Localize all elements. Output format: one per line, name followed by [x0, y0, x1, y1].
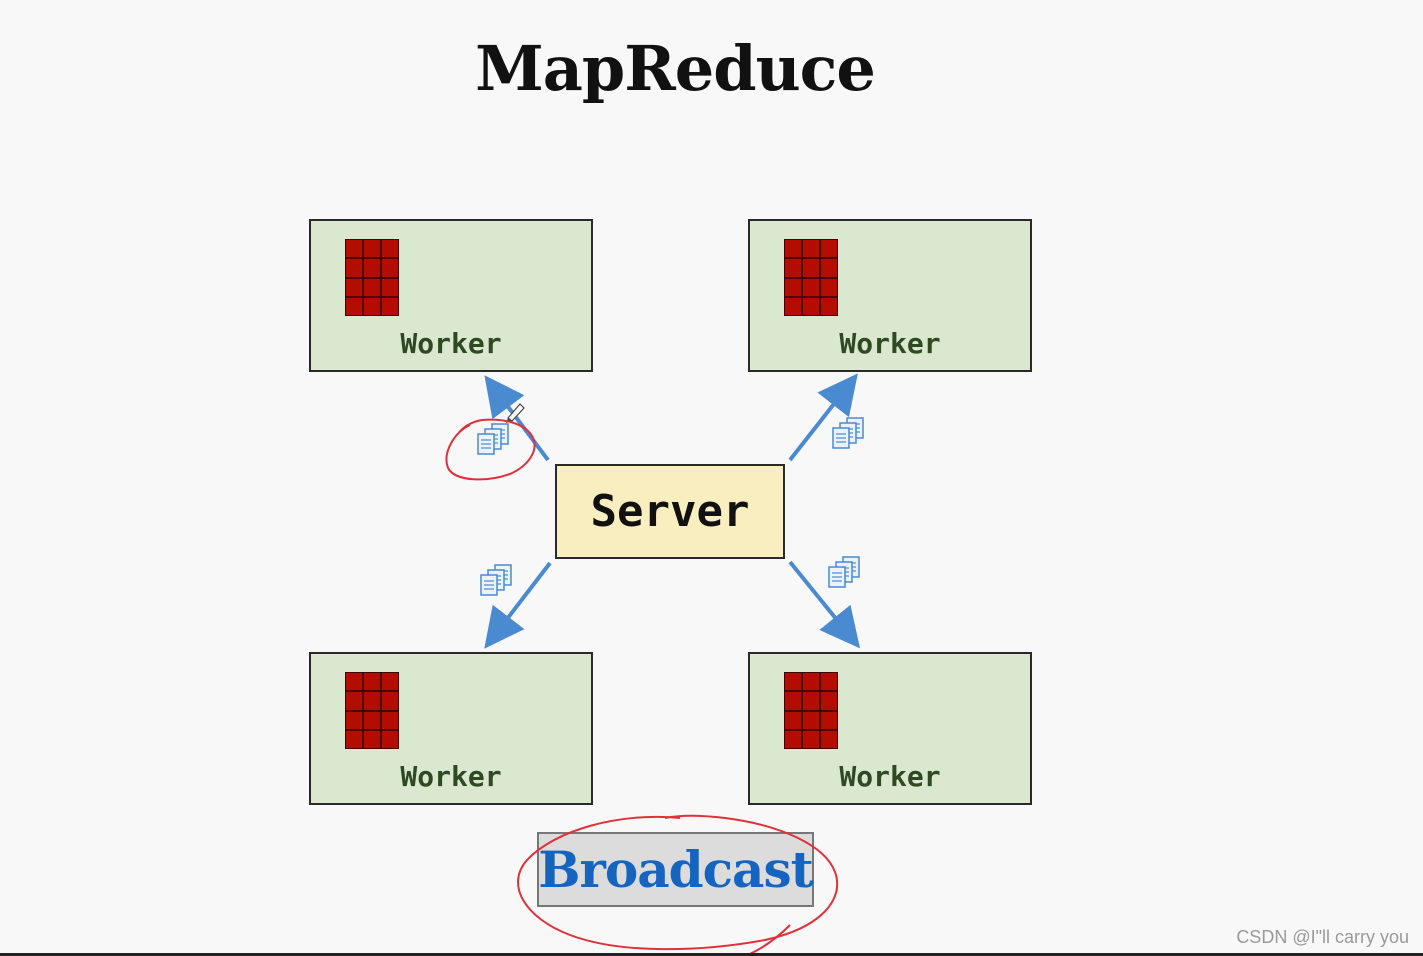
worker-label: Worker: [400, 760, 502, 793]
documents-icon: [833, 418, 863, 448]
broadcast-box: Broadcast: [537, 832, 814, 907]
arrow-to-worker-bottom-left: [484, 561, 552, 649]
worker-top-left: Worker: [309, 219, 593, 372]
documents-icon: [481, 565, 511, 595]
worker-label: Worker: [839, 760, 941, 793]
data-grid-icon: [345, 672, 399, 749]
worker-bottom-right: Worker: [748, 652, 1032, 805]
documents-icon: [478, 424, 508, 454]
watermark-text: CSDN @I"ll carry you: [1236, 927, 1409, 947]
diagram-title: MapReduce: [475, 32, 876, 105]
annotation-circle-broadcast: [517, 814, 839, 951]
data-grid-icon: [345, 239, 399, 316]
worker-top-right: Worker: [748, 219, 1032, 372]
documents-icon: [829, 557, 859, 587]
data-grid-icon: [784, 672, 838, 749]
annotation-circle-broadcast-tail: [744, 924, 791, 956]
worker-label: Worker: [400, 327, 502, 360]
annotation-circle-documents: [445, 418, 536, 481]
arrow-to-worker-top-left: [484, 375, 550, 462]
data-grid-icon: [784, 239, 838, 316]
worker-label: Worker: [839, 327, 941, 360]
server-box: Server: [555, 464, 785, 559]
broadcast-label: Broadcast: [538, 840, 813, 899]
arrow-to-worker-bottom-right: [788, 560, 861, 649]
worker-bottom-left: Worker: [309, 652, 593, 805]
server-label: Server: [590, 486, 750, 537]
arrow-to-worker-top-right: [788, 373, 858, 462]
bottom-border: [0, 953, 1423, 956]
